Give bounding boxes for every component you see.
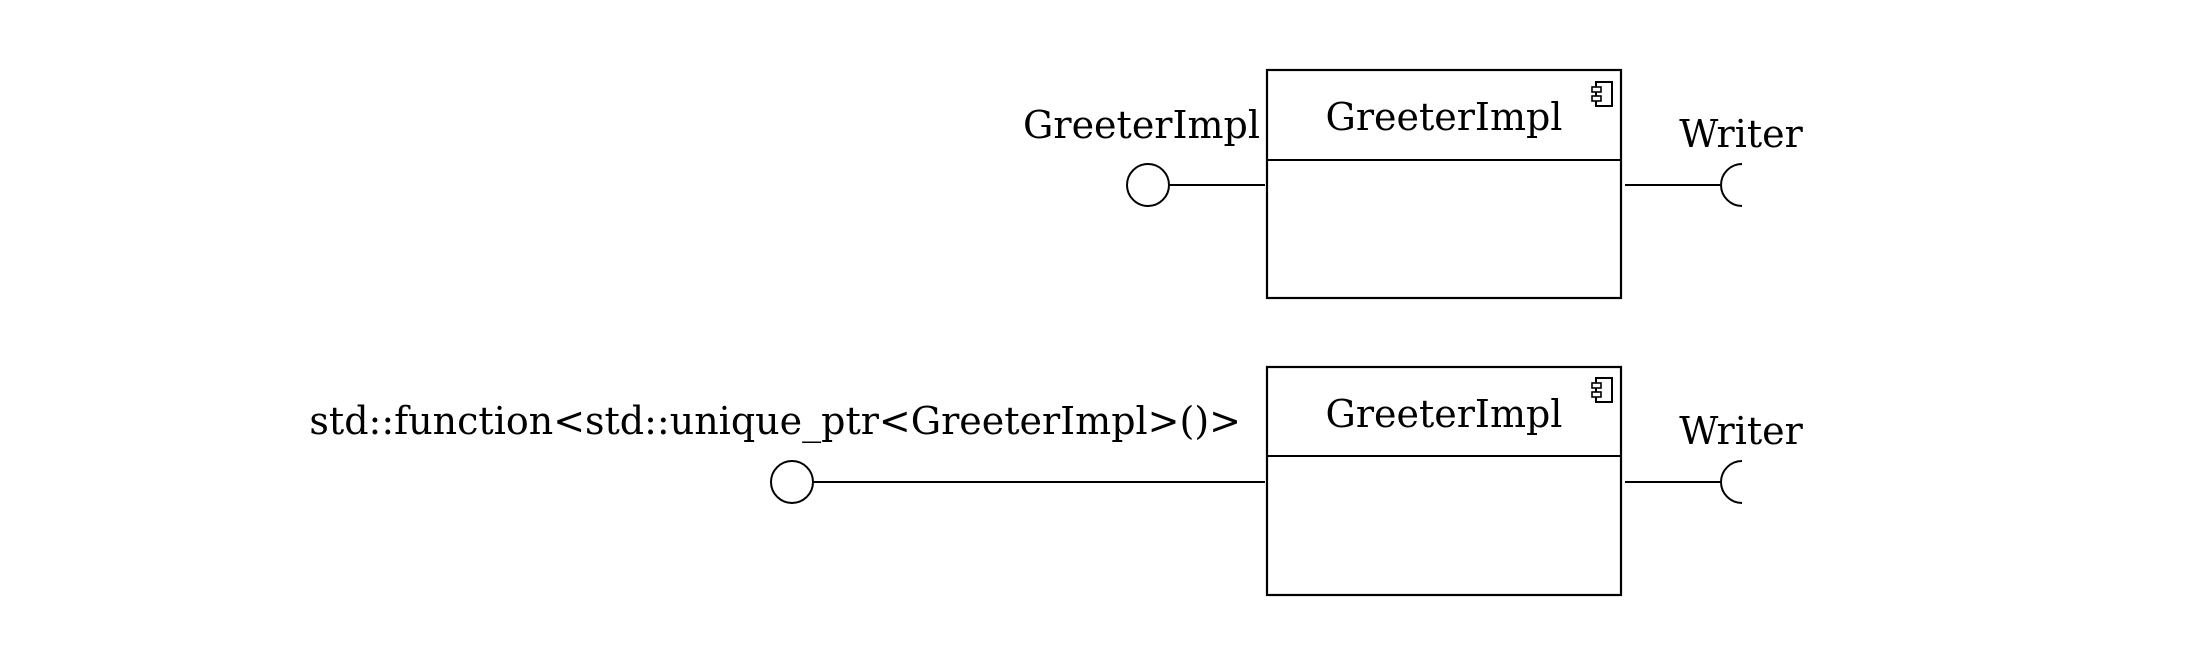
required-interface-label-2: Writer — [1679, 409, 1803, 453]
lollipop-icon — [1126, 163, 1170, 207]
component-name-2: GreeterImpl — [1326, 392, 1563, 436]
provided-interface-label-2: std::function<std::unique_ptr<GreeterImp… — [309, 399, 1241, 444]
component-icon — [1591, 377, 1613, 403]
component-icon — [1591, 81, 1613, 107]
component-greeterimpl-2: std::function<std::unique_ptr<GreeterImp… — [309, 365, 1804, 597]
lollipop-icon — [770, 460, 814, 504]
component-box-1 — [1265, 68, 1623, 300]
component-box-2 — [1265, 365, 1623, 597]
component-name-1: GreeterImpl — [1326, 95, 1563, 139]
socket-icon — [1720, 163, 1743, 207]
socket-icon — [1720, 460, 1743, 504]
component-greeterimpl-1: GreeterImpl GreeterImpl Writer — [1023, 68, 1804, 300]
provided-interface-label-1: GreeterImpl — [1023, 103, 1260, 147]
required-interface-label-1: Writer — [1679, 112, 1803, 156]
